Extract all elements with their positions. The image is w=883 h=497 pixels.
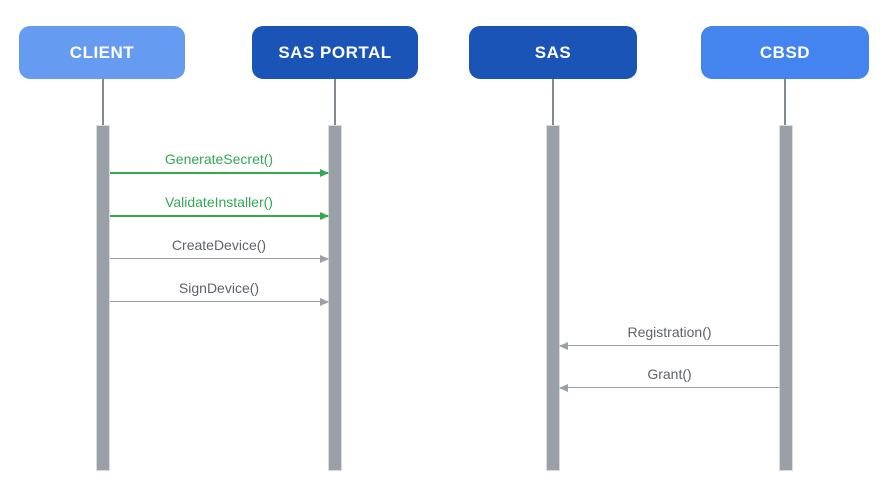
message-generate-secret: GenerateSecret()	[110, 151, 329, 177]
actor-box-sas: SAS	[469, 26, 637, 79]
arrowhead-right-icon	[320, 254, 329, 263]
arrow-line	[559, 341, 779, 350]
actor-box-client: CLIENT	[19, 26, 185, 79]
activation-bar-sas-portal	[328, 125, 342, 471]
message-label: Grant()	[647, 366, 692, 382]
activation-bar-cbsd	[779, 125, 793, 471]
message-label: CreateDevice()	[171, 237, 267, 253]
actor-label-sas-portal: SAS PORTAL	[278, 42, 392, 62]
actor-box-sas-portal: SAS PORTAL	[252, 26, 418, 79]
message-label: GenerateSecret()	[164, 151, 274, 167]
activation-bar-client	[96, 125, 110, 471]
message-registration: Registration()	[559, 324, 779, 350]
message-sign-device: SignDevice()	[110, 280, 329, 306]
arrowhead-left-icon	[559, 341, 568, 350]
arrow-line	[559, 383, 779, 392]
message-label: SignDevice()	[178, 280, 260, 296]
arrowhead-right-icon	[320, 168, 329, 177]
arrow-line	[110, 254, 329, 263]
arrow-line	[110, 297, 329, 306]
message-label: ValidateInstaller()	[165, 194, 273, 210]
message-create-device: CreateDevice()	[110, 237, 329, 263]
actor-label-cbsd: CBSD	[759, 42, 811, 62]
arrow-line	[110, 168, 329, 177]
actor-label-sas: SAS	[534, 42, 572, 62]
lifeline-sas	[552, 79, 554, 125]
arrowhead-left-icon	[559, 383, 568, 392]
actor-label-client: CLIENT	[69, 42, 135, 62]
arrowhead-right-icon	[320, 297, 329, 306]
message-grant: Grant()	[559, 366, 779, 392]
lifeline-client	[102, 79, 104, 125]
lifeline-cbsd	[784, 79, 786, 125]
actor-box-cbsd: CBSD	[701, 26, 869, 79]
arrow-line	[110, 211, 329, 220]
message-label: Registration()	[627, 324, 712, 340]
message-validate-installer: ValidateInstaller()	[110, 194, 329, 220]
arrowhead-right-icon	[320, 211, 329, 220]
activation-bar-sas	[546, 125, 560, 471]
lifeline-sas-portal	[334, 79, 336, 125]
